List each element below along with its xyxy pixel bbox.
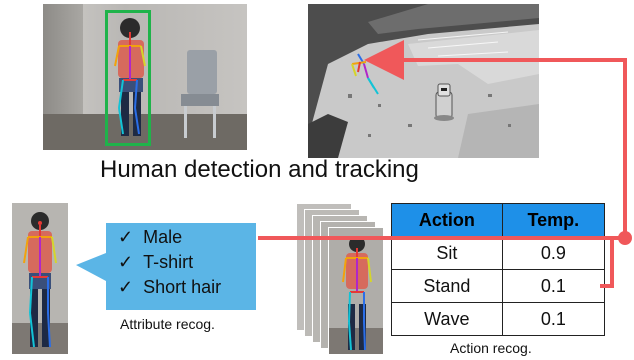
temp-cell: 0.1 <box>501 269 606 303</box>
table-row: Wave 0.1 <box>391 302 606 336</box>
action-cell: Sit <box>391 236 503 270</box>
empty-chair <box>181 50 219 138</box>
detection-bounding-box <box>105 10 151 146</box>
attribute-recog-label: Attribute recog. <box>120 316 215 332</box>
table-row: Stand 0.1 <box>391 269 606 303</box>
frame-card-front <box>328 227 384 355</box>
check-icon: ✓ <box>118 277 134 297</box>
table-row: Sit 0.9 <box>391 236 606 270</box>
table-header-row: Action Temp. <box>391 203 606 237</box>
attribute-callout: ✓ Male ✓ T-shirt ✓ Short hair <box>74 219 257 311</box>
attribute-item: ✓ Short hair <box>118 277 222 297</box>
callout-shape <box>76 223 256 310</box>
check-icon: ✓ <box>118 252 134 272</box>
detection-photo <box>43 4 247 150</box>
detection-caption: Human detection and tracking <box>100 156 419 183</box>
temp-cell: 0.1 <box>501 302 606 336</box>
action-recog-label: Action recog. <box>450 340 532 356</box>
attribute-list: ✓ Male ✓ T-shirt ✓ Short hair <box>118 225 254 300</box>
main-person-skeleton <box>114 18 146 136</box>
action-table: Action Temp. Sit 0.9 Stand 0.1 Wave 0.1 <box>391 203 606 336</box>
attribute-item: ✓ Male <box>118 227 183 247</box>
attribute-photo <box>12 203 68 354</box>
connector-node <box>618 231 632 245</box>
column-header-action: Action <box>391 203 503 237</box>
tracking-map <box>308 4 539 158</box>
frame-stack <box>296 203 386 358</box>
attribute-item: ✓ T-shirt <box>118 252 194 272</box>
action-cell: Stand <box>391 269 503 303</box>
check-icon: ✓ <box>118 227 134 247</box>
temp-cell: 0.9 <box>501 236 606 270</box>
column-header-temp: Temp. <box>501 203 606 237</box>
action-cell: Wave <box>391 302 503 336</box>
occupancy-map <box>308 4 539 158</box>
